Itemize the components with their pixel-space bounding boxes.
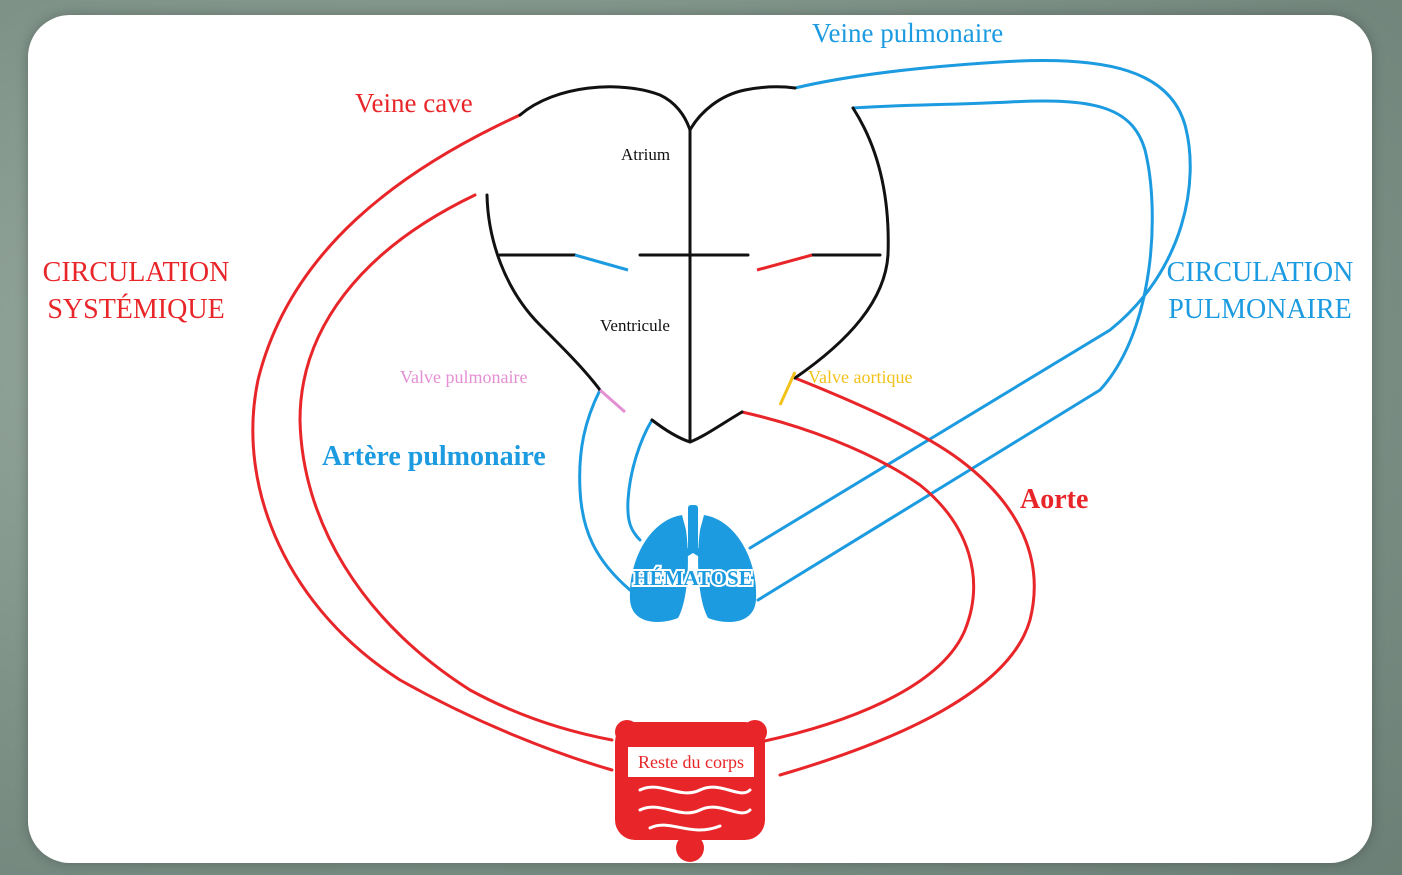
lungs-icon — [630, 505, 756, 622]
label-circulation-pulmonaire-1: CIRCULATION — [1167, 257, 1354, 288]
label-valve-pulmonaire: Valve pulmonaire — [400, 367, 527, 387]
pulmonary-vein-outer — [750, 61, 1190, 548]
label-hematose: HÉMATOSE — [633, 566, 752, 590]
label-ventricule: Ventricule — [600, 316, 670, 335]
aorta-inner — [742, 412, 974, 742]
label-artere-pulmonaire: Artère pulmonaire — [322, 441, 546, 472]
label-reste-du-corps: Reste du corps — [638, 752, 744, 772]
mitral-valve — [757, 255, 812, 270]
label-atrium: Atrium — [621, 145, 670, 164]
label-valve-aortique: Valve aortique — [808, 367, 912, 387]
aorta-outer — [780, 378, 1034, 775]
label-veine-cave: Veine cave — [355, 88, 473, 118]
pulmonary-artery-outer — [580, 390, 630, 590]
heart-outline-icon — [487, 87, 888, 442]
label-circulation-pulmonaire-2: PULMONAIRE — [1168, 294, 1352, 325]
label-veine-pulmonaire: Veine pulmonaire — [812, 18, 1003, 48]
pulmonary-artery-inner — [628, 420, 652, 540]
intestines-icon — [615, 720, 767, 862]
label-circulation-systemique-1: CIRCULATION — [43, 257, 230, 288]
valve-pulmonaire-mark — [600, 390, 625, 412]
tricuspid-valve — [575, 255, 628, 270]
label-aorte: Aorte — [1020, 484, 1088, 515]
label-circulation-systemique-2: SYSTÉMIQUE — [47, 294, 224, 325]
valve-aortique-mark — [780, 372, 795, 405]
